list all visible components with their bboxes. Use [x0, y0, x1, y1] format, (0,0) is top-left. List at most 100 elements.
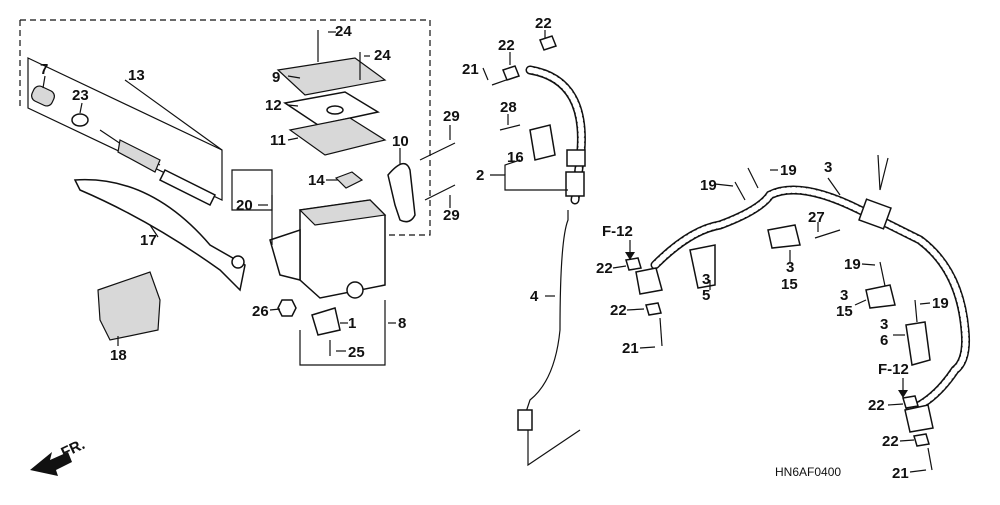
bracket-15a	[767, 224, 801, 249]
label-24a: 24	[335, 23, 352, 40]
switch-18	[97, 271, 161, 341]
bracket-5	[689, 244, 716, 289]
bolt-19d	[914, 299, 918, 323]
washer-22b	[539, 35, 557, 51]
label-12: 12	[265, 97, 282, 114]
label-3-bracket15b: 3	[840, 287, 848, 304]
label-22-right1: 22	[868, 397, 885, 414]
label-10: 10	[392, 133, 409, 150]
brake-lever-17	[73, 178, 246, 292]
label-21-top: 21	[462, 61, 479, 78]
bracket-15b	[865, 284, 896, 309]
label-18: 18	[110, 347, 127, 364]
bolt-21-left	[659, 317, 663, 347]
boot-14	[334, 171, 364, 189]
bolt-27	[814, 229, 841, 239]
hose-joint	[858, 198, 892, 230]
ref-f12-left: F-12	[602, 223, 633, 240]
body-bracket-outline	[299, 300, 386, 366]
label-21-left: 21	[622, 340, 639, 357]
label-3-bracket15a: 3	[786, 259, 794, 276]
bracket-6	[905, 321, 931, 366]
label-22-top2: 22	[535, 15, 552, 32]
hose-fitting-upper	[566, 149, 586, 167]
label-19b: 19	[780, 162, 797, 179]
label-25: 25	[348, 344, 365, 361]
label-8: 8	[398, 315, 406, 332]
washer-22-right1	[902, 395, 919, 409]
label-6: 6	[880, 332, 888, 349]
switch-1	[311, 307, 341, 336]
spring	[158, 168, 217, 207]
washer-22-left2	[645, 302, 662, 316]
label-13: 13	[128, 67, 145, 84]
piston	[117, 139, 161, 173]
label-17: 17	[140, 232, 157, 249]
diagram-code: HN6AF0400	[775, 465, 841, 479]
master-cylinder-top	[298, 199, 387, 226]
plate-hole	[326, 105, 344, 115]
banjo-left	[635, 267, 663, 295]
pipe-end-fitting	[517, 409, 533, 431]
label-19d: 19	[932, 295, 949, 312]
label-21-right: 21	[892, 465, 909, 482]
direction-label: FR.	[59, 436, 88, 462]
label-22-left2: 22	[610, 302, 627, 319]
piston-kit-outline	[27, 57, 223, 201]
label-4: 4	[530, 288, 539, 305]
label-16: 16	[507, 149, 524, 166]
lever-pivot-hole	[231, 255, 245, 269]
ref-f12-right: F-12	[878, 361, 909, 378]
pipe-bracket-line	[527, 429, 581, 467]
label-7: 7	[40, 61, 48, 78]
label-19a: 19	[700, 177, 717, 194]
nut-26	[277, 299, 297, 317]
bolt-19c	[879, 261, 886, 287]
banjo-right	[904, 404, 934, 433]
washer-22-left1	[625, 257, 642, 271]
holder-10	[387, 162, 416, 223]
label-23: 23	[72, 87, 89, 104]
label-9: 9	[272, 69, 280, 86]
label-3-top: 3	[824, 159, 832, 176]
label-3-bracket6: 3	[880, 316, 888, 333]
lever-pivot-bracket	[269, 228, 301, 281]
bolt-19a	[747, 167, 759, 189]
washer-22-right2	[913, 433, 930, 447]
group-outline	[20, 19, 431, 236]
label-29b: 29	[443, 207, 460, 224]
label-22-top1: 22	[498, 37, 515, 54]
label-1: 1	[348, 315, 356, 332]
label-14: 14	[308, 172, 325, 189]
label-15a: 15	[781, 276, 798, 293]
label-29a: 29	[443, 108, 460, 125]
label-3-bracket5: 3	[702, 271, 710, 288]
leader-13	[124, 79, 223, 151]
label-26: 26	[252, 303, 269, 320]
label-24b: 24	[374, 47, 391, 64]
label-22-left1: 22	[596, 260, 613, 277]
bolt-29b	[424, 184, 456, 201]
bolt-21-right	[927, 447, 933, 471]
bolt-28	[499, 124, 521, 131]
mount-boss	[346, 281, 364, 299]
label-22-right2: 22	[882, 433, 899, 450]
reservoir-cap	[276, 57, 387, 96]
label-27: 27	[808, 209, 825, 226]
leader-3-top	[877, 154, 889, 191]
direction-arrow-icon	[30, 452, 72, 476]
washer-22a	[502, 65, 520, 81]
piston-boot-7	[31, 85, 55, 107]
bolt-29a	[419, 142, 456, 161]
label-5: 5	[702, 287, 710, 304]
seal-23	[71, 113, 89, 127]
clamp-16	[529, 124, 556, 161]
diaphragm	[288, 117, 387, 156]
label-28: 28	[500, 99, 517, 116]
brake-pipe-4	[524, 210, 569, 416]
label-15b: 15	[836, 303, 853, 320]
label-11: 11	[270, 132, 286, 149]
bolt-19b	[734, 181, 746, 201]
